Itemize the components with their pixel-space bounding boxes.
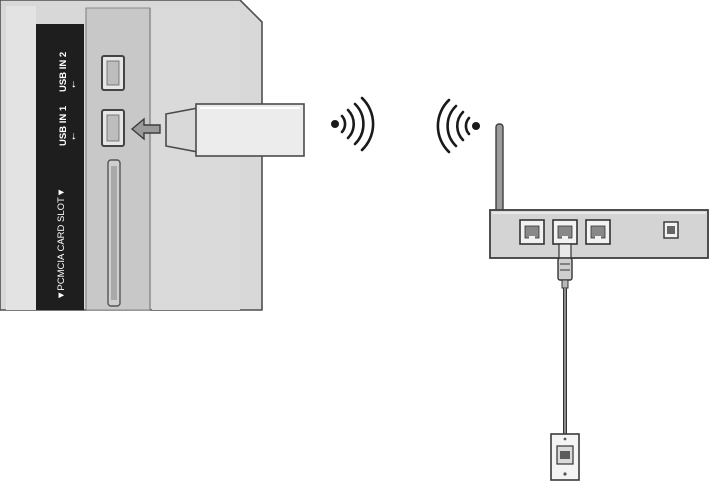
pcmcia-card-slot[interactable] [107, 159, 121, 307]
usb-in-2-label: USB IN 2 [58, 52, 69, 92]
usb-wireless-dongle [165, 103, 305, 157]
usb-in-2-symbol: ⭠ [68, 81, 78, 88]
wall-outlet-icon [550, 433, 580, 481]
router-lan-port-2[interactable] [552, 219, 578, 245]
tv-panel-left-strip [6, 6, 36, 310]
router-lan-port-1[interactable] [519, 219, 545, 245]
usb-port-1[interactable] [101, 109, 125, 147]
tv-side-panel: USB IN 2 ⭠ USB IN 1 ⭠ ▼PCMCIA CARD SLOT▼ [0, 0, 263, 311]
router-antenna [495, 123, 504, 213]
pcmcia-slot-label: ▼PCMCIA CARD SLOT▼ [56, 188, 67, 300]
router-power-jack[interactable] [663, 221, 679, 239]
usb-in-1-label: USB IN 1 [58, 105, 69, 146]
tv-label-panel [36, 24, 84, 310]
usb-port-2[interactable] [101, 55, 125, 91]
arrow-left-icon [130, 117, 161, 141]
wifi-waves-icon [331, 96, 375, 152]
ethernet-cable [557, 243, 573, 446]
router-lan-port-3[interactable] [585, 219, 611, 245]
wireless-router [489, 123, 709, 259]
wifi-waves-icon-router [436, 98, 480, 154]
usb-in-1-symbol: ⭠ [68, 133, 78, 140]
tv-panel-right-section [152, 8, 240, 310]
